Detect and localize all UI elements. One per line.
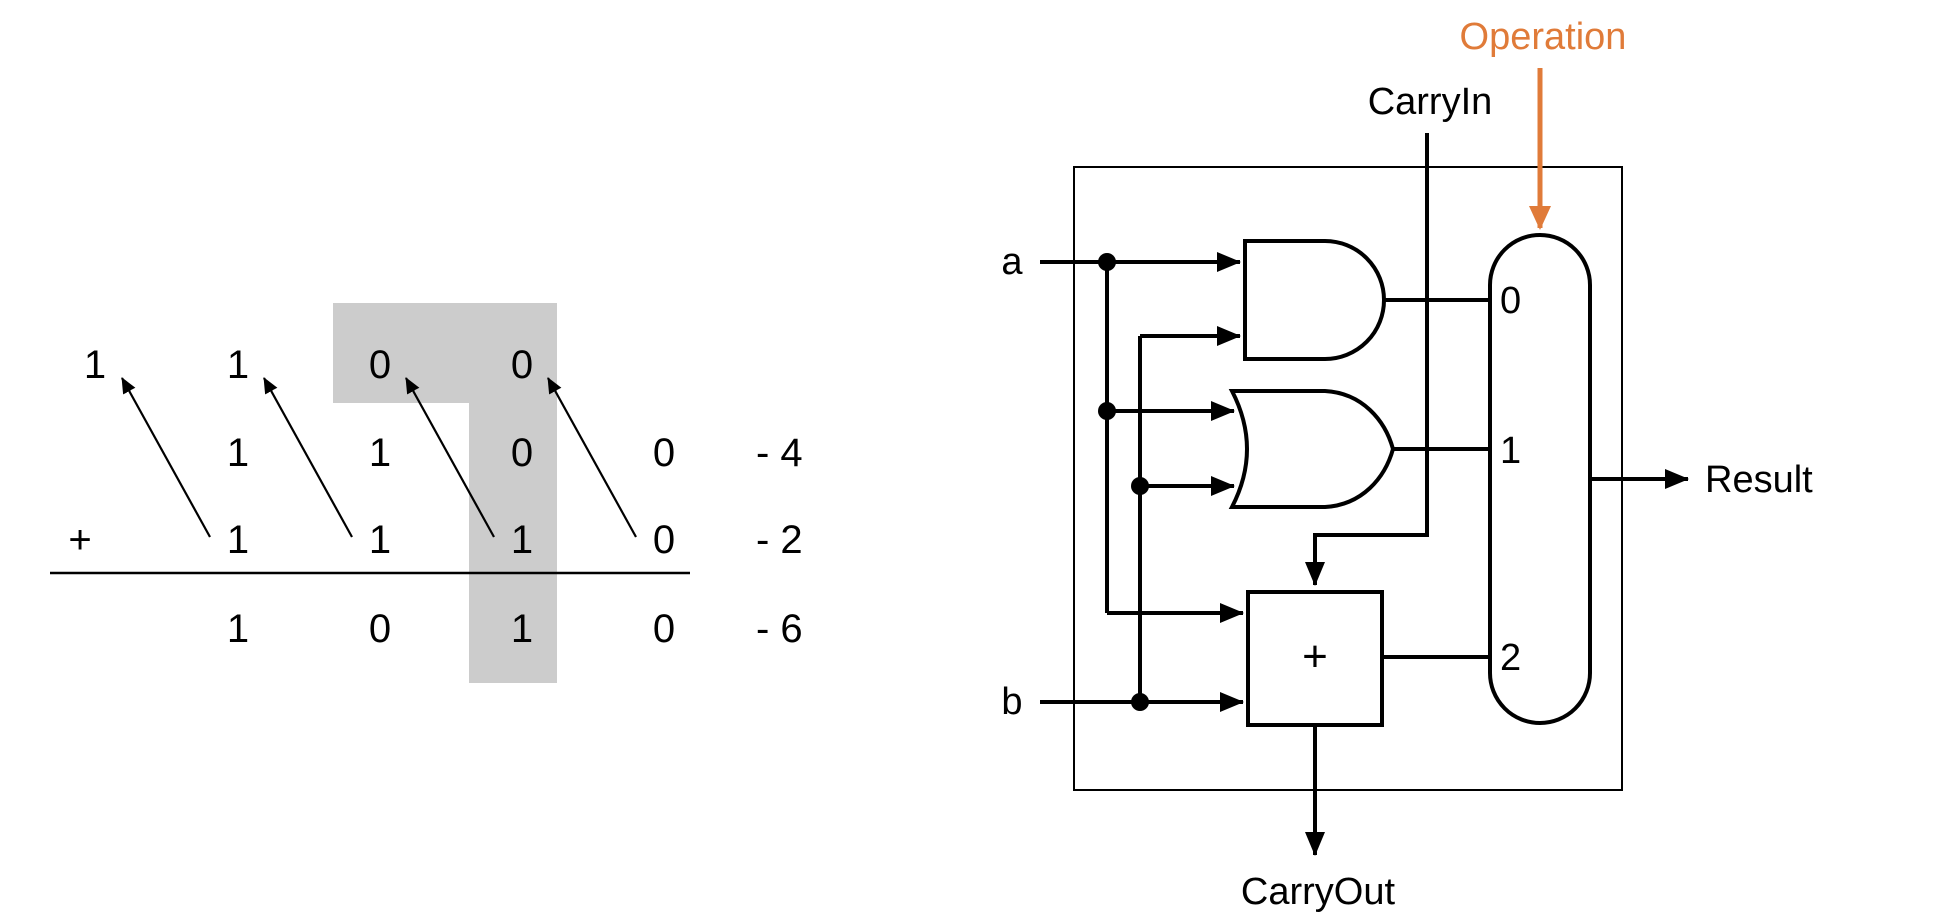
carry-arrow: [547, 377, 637, 538]
carry-digit: 1: [227, 343, 249, 387]
operand-a-digit: 0: [653, 431, 675, 475]
carry-digit: 0: [369, 343, 391, 387]
input-a-label: a: [1001, 241, 1023, 283]
sum-digit: 1: [511, 607, 533, 651]
sum-digit: 0: [369, 607, 391, 651]
sum-digit: 0: [653, 607, 675, 651]
operand-b-value-label: - 2: [756, 518, 803, 562]
carry-digit: 0: [511, 343, 533, 387]
carry-arrow: [405, 377, 495, 538]
alu-diagram: [1040, 68, 1689, 856]
sum-value-label: - 6: [756, 607, 803, 651]
operand-b-digit: 0: [653, 518, 675, 562]
result-label: Result: [1705, 459, 1813, 501]
or-gate: [1228, 389, 1396, 509]
junction-dot: [1131, 477, 1149, 495]
input-b-label: b: [1001, 681, 1022, 723]
operand-b-digit: 1: [511, 518, 533, 562]
junction-dot: [1098, 253, 1116, 271]
operand-b-digit: 1: [227, 518, 249, 562]
mux-input-label: 1: [1500, 430, 1521, 472]
carry-arrow: [121, 377, 211, 538]
and-gate: [1243, 239, 1386, 361]
adder-plus-sign: +: [1302, 632, 1328, 681]
carry-arrow: [263, 377, 353, 538]
carry-highlight: [333, 303, 557, 683]
plus-sign: +: [68, 518, 91, 562]
carry-in-label: CarryIn: [1368, 81, 1493, 123]
operation-label: Operation: [1460, 16, 1627, 58]
carry-out-label: CarryOut: [1241, 871, 1396, 913]
operand-b-digit: 1: [369, 518, 391, 562]
junction-dot: [1098, 402, 1116, 420]
carry-digit: 1: [84, 343, 106, 387]
mux-input-label: 0: [1500, 280, 1521, 322]
sum-digit: 1: [227, 607, 249, 651]
operand-a-digit: 1: [369, 431, 391, 475]
binary-addition: 1 1 0 0 1 1 0 0 - 4 + 1 1 1 0 - 2 1 0 1 …: [50, 303, 803, 683]
operand-a-value-label: - 4: [756, 431, 803, 475]
operand-a-digit: 1: [227, 431, 249, 475]
mux-input-label: 2: [1500, 637, 1521, 679]
junction-dot: [1131, 693, 1149, 711]
operand-a-digit: 0: [511, 431, 533, 475]
